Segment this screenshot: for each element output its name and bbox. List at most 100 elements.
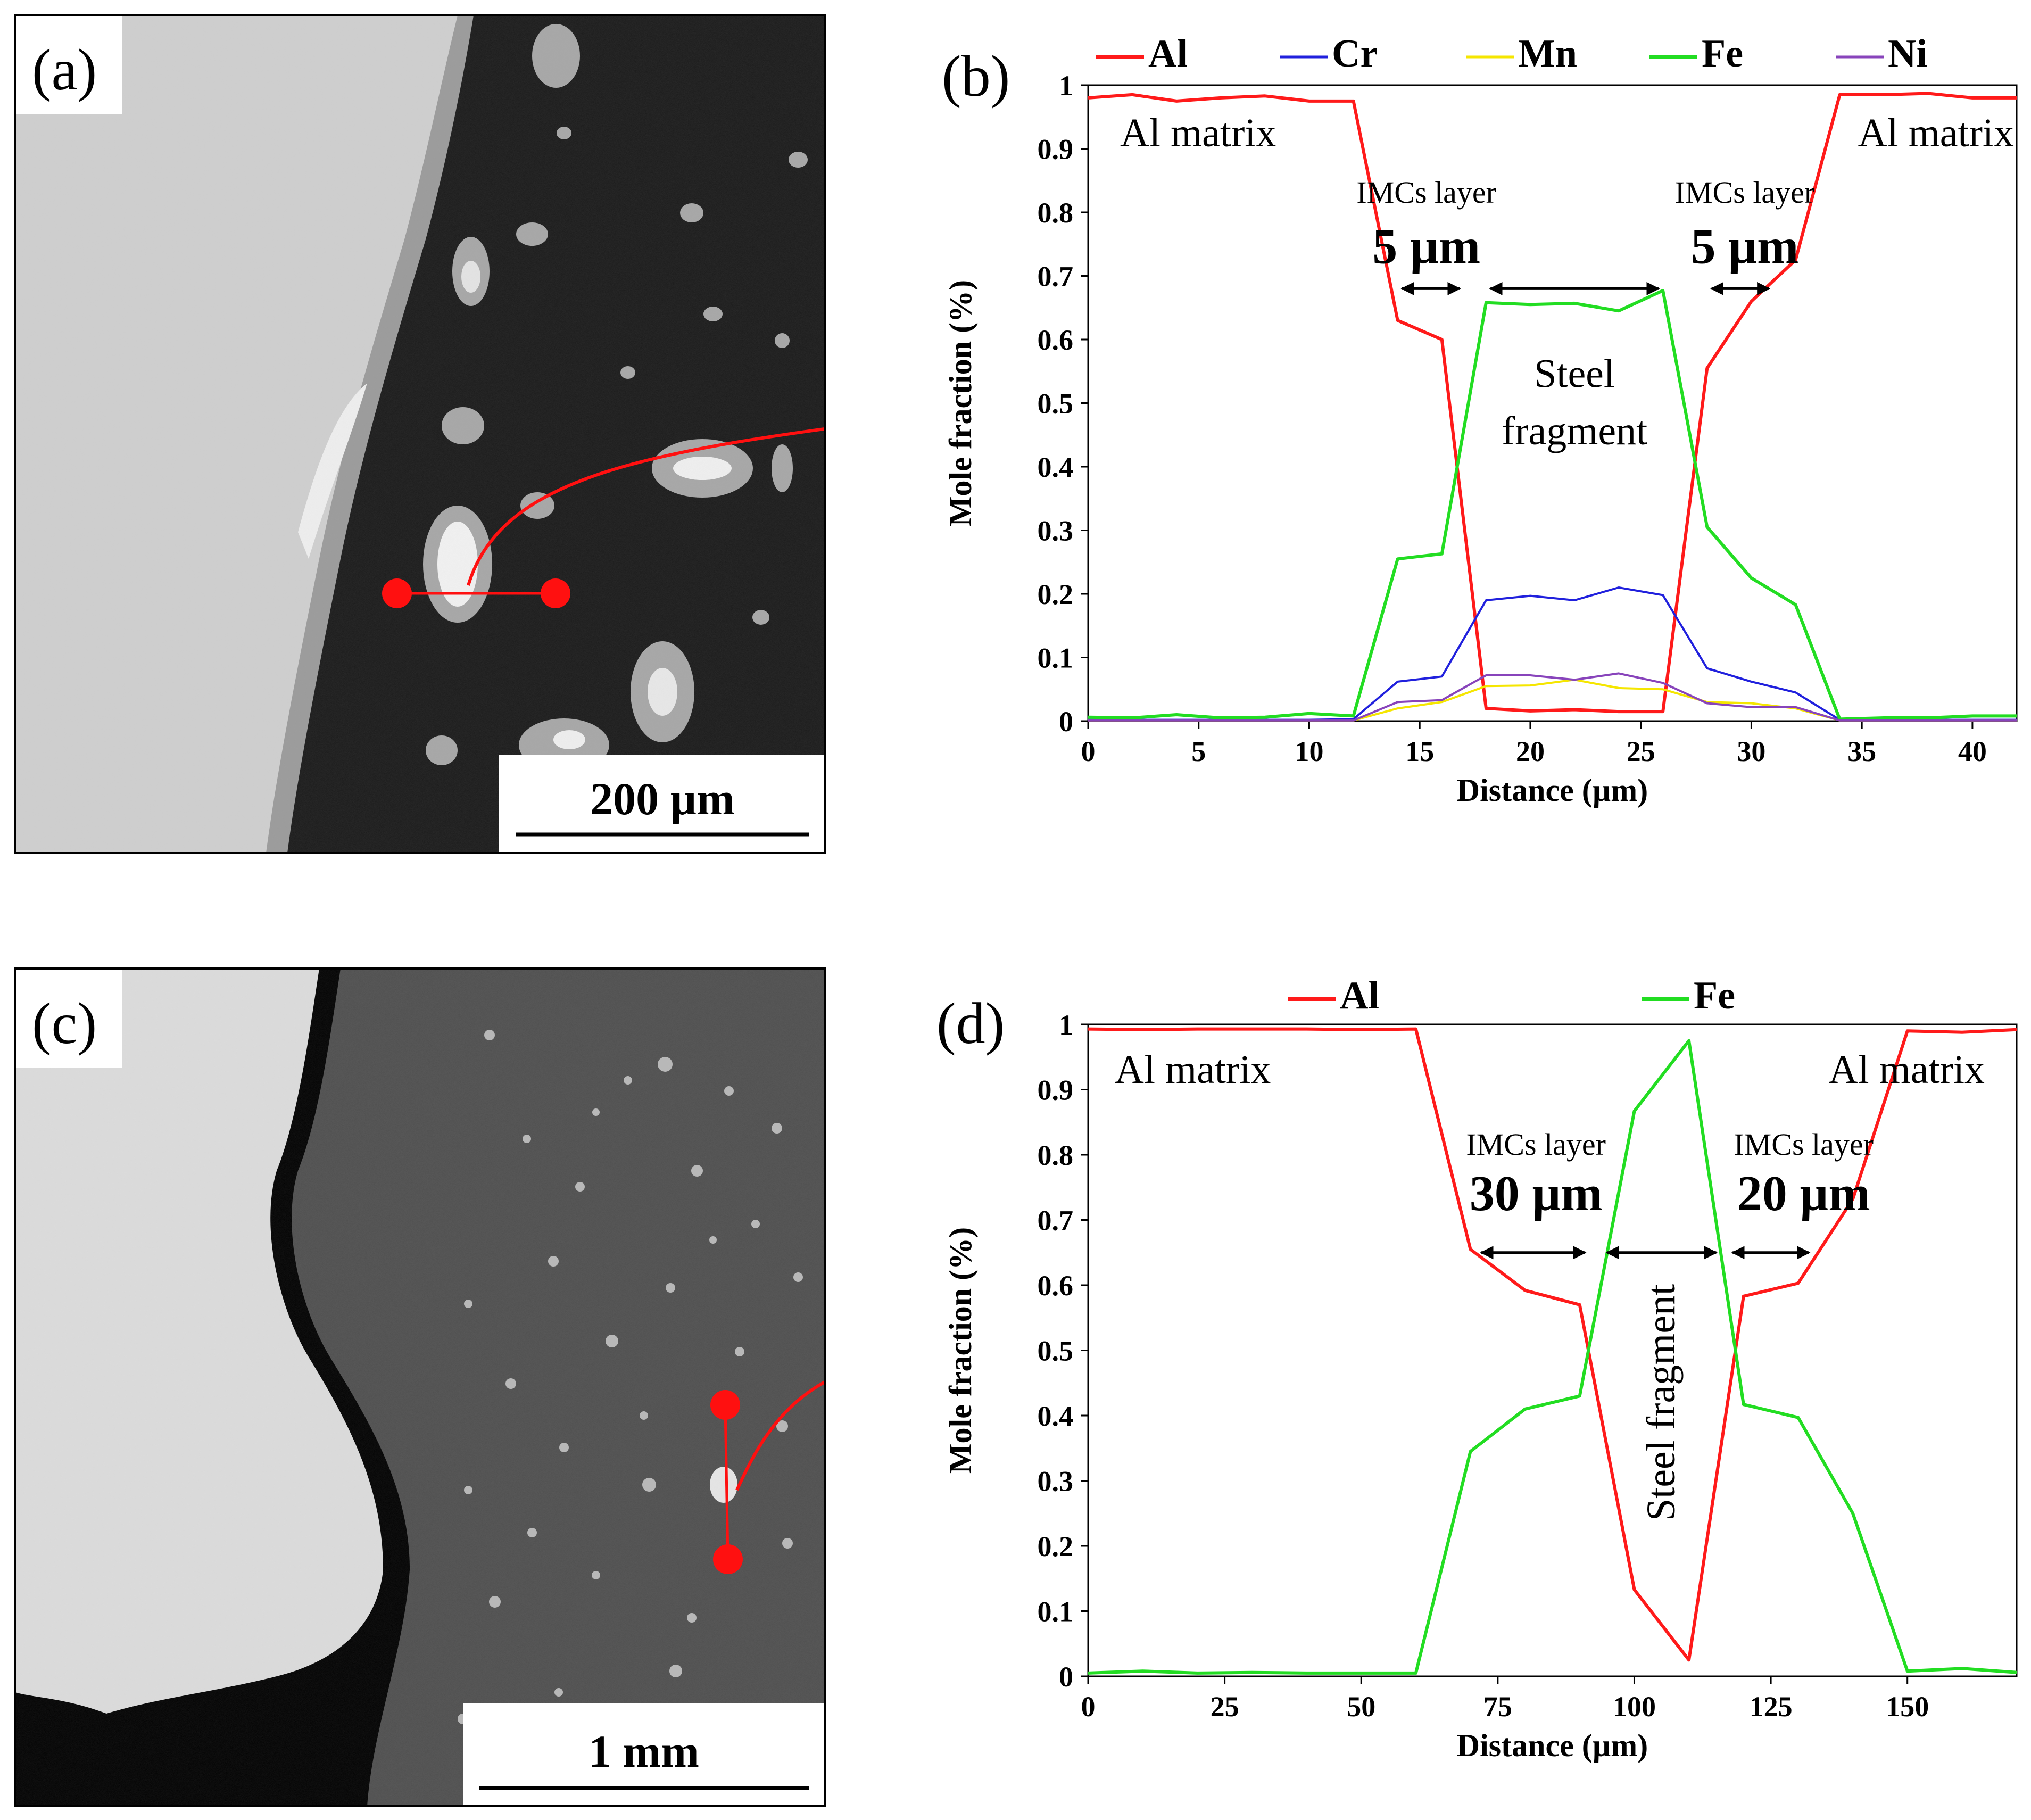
scale-bar-box-a (499, 755, 825, 853)
annotation-imcs-left-b: IMCs layer (1356, 175, 1496, 210)
linescan-start-marker-a (382, 578, 412, 608)
annotation-steel-line2-b: fragment (1502, 409, 1647, 453)
legend-label-fe-d: Fe (1694, 974, 1735, 1017)
x-tick-label-b: 25 (1627, 735, 1655, 767)
noise-overlay-a (15, 15, 825, 853)
y-tick-label-b: 0.6 (1038, 324, 1074, 356)
x-axis-label-d: Distance (µm) (1457, 1728, 1648, 1763)
y-tick-label-b: 0 (1059, 706, 1073, 738)
y-tick-label-d: 0.4 (1038, 1400, 1074, 1432)
x-tick-label-b: 0 (1081, 735, 1096, 767)
callout-arrow-c (735, 1380, 825, 1491)
y-tick-label-d: 0.5 (1038, 1335, 1074, 1367)
annotation-imcs-right-width-b: 5 µm (1690, 219, 1798, 275)
x-tick-label-d: 100 (1613, 1691, 1656, 1723)
y-tick-label-b: 0.2 (1038, 578, 1074, 610)
legend-label-al-b: Al (1148, 32, 1188, 76)
series-line-ni-b (1088, 672, 2017, 722)
series-line-al-b (1088, 92, 2017, 714)
linescan-end-marker-a (541, 578, 570, 608)
y-tick-label-d: 0.7 (1038, 1205, 1074, 1237)
panel-label-b: (b) (942, 44, 1010, 109)
series-line-mn-b (1088, 679, 2017, 722)
y-axis-label-b: Mole fraction (%) (943, 280, 978, 526)
x-tick-label-b: 20 (1516, 735, 1545, 767)
annotation-al-matrix-left-b: Al matrix (1120, 111, 1276, 155)
x-tick-label-d: 75 (1483, 1691, 1512, 1723)
x-tick-label-d: 50 (1347, 1691, 1375, 1723)
x-tick-label-b: 5 (1191, 735, 1206, 767)
annotation-imcs-left-d: IMCs layer (1466, 1127, 1606, 1162)
x-tick-label-b: 40 (1958, 735, 1987, 767)
panel-label-bg-c (15, 969, 122, 1068)
y-axis-label-d: Mole fraction (%) (943, 1227, 978, 1474)
x-tick-label-d: 25 (1211, 1691, 1239, 1723)
plot-area-b (1087, 84, 2018, 722)
annotation-imcs-left-width-d: 30 µm (1470, 1166, 1603, 1221)
series-line-al-d (1088, 1027, 2017, 1662)
micrograph-c (15, 969, 825, 1806)
series-group-b (1088, 92, 2017, 722)
annotation-al-matrix-right-d: Al matrix (1829, 1047, 1985, 1092)
y-tick-label-d: 0.3 (1038, 1466, 1074, 1498)
y-tick-label-d: 0.2 (1038, 1531, 1074, 1562)
x-tick-label-b: 15 (1405, 735, 1434, 767)
series-line-fe-d (1088, 1039, 2017, 1675)
micrograph-frame-c (14, 967, 826, 1807)
legend-label-cr-b: Cr (1332, 32, 1378, 76)
y-tick-label-b: 1 (1059, 70, 1073, 102)
panel-label-bg-a (15, 15, 122, 114)
y-tick-label-d: 0 (1059, 1661, 1073, 1693)
linescan-end-marker-c (713, 1544, 743, 1574)
y-tick-label-d: 0.1 (1038, 1596, 1074, 1628)
series-line-fe-b (1088, 289, 2017, 721)
annotation-imcs-right-width-d: 20 µm (1737, 1166, 1870, 1221)
y-tick-label-b: 0.3 (1038, 515, 1074, 547)
x-tick-label-d: 125 (1750, 1691, 1793, 1723)
annotation-al-matrix-left-d: Al matrix (1115, 1047, 1271, 1092)
annotation-imcs-right-b: IMCs layer (1675, 175, 1815, 210)
plot-frame-b (1087, 84, 2018, 722)
y-tick-label-d: 0.8 (1038, 1139, 1074, 1171)
legend-label-ni-b: Ni (1888, 32, 1927, 76)
annotation-steel-vertical-d: Steel fragment (1639, 1284, 1684, 1521)
micrograph-a (15, 15, 825, 853)
x-tick-label-d: 150 (1886, 1691, 1929, 1723)
x-axis-label-b: Distance (µm) (1457, 773, 1648, 808)
y-tick-label-d: 0.9 (1038, 1074, 1074, 1106)
y-tick-label-b: 0.8 (1038, 197, 1074, 229)
annotations-d: Al matrix Al matrix IMCs layer 30 µm IMC… (1115, 1047, 1985, 1521)
y-tick-label-b: 0.9 (1038, 134, 1074, 166)
linescan-line-c (724, 1404, 729, 1560)
scale-bar-text-a: 200 µm (590, 773, 735, 824)
legend-d: Al Fe (1288, 974, 1735, 1017)
series-group-d (1088, 1027, 2017, 1675)
legend-label-al-d: Al (1340, 974, 1379, 1017)
noise-overlay-c (15, 969, 825, 1806)
y-tick-label-b: 0.7 (1038, 261, 1074, 293)
y-tick-label-d: 1 (1059, 1009, 1073, 1041)
y-tick-label-b: 0.5 (1038, 388, 1074, 420)
annotation-imcs-left-width-b: 5 µm (1372, 219, 1480, 275)
annotation-al-matrix-right-b: Al matrix (1858, 111, 2014, 155)
x-tick-label-b: 35 (1847, 735, 1876, 767)
scale-bar-text-c: 1 mm (588, 1726, 699, 1777)
callout-arrow-a (467, 427, 825, 586)
legend-label-fe-b: Fe (1702, 32, 1743, 76)
panel-label-c: (c) (32, 991, 97, 1056)
y-tick-label-b: 0.1 (1038, 642, 1074, 674)
y-tick-label-d: 0.6 (1038, 1270, 1074, 1302)
annotation-steel-line1-b: Steel (1534, 352, 1615, 396)
series-line-cr-b (1088, 586, 2017, 721)
x-tick-label-b: 10 (1295, 735, 1323, 767)
x-tick-label-b: 30 (1737, 735, 1765, 767)
panel-label-d: (d) (936, 991, 1005, 1056)
annotation-imcs-right-d: IMCs layer (1734, 1127, 1874, 1162)
micrograph-frame-a (14, 14, 826, 854)
y-tick-label-b: 0.4 (1038, 451, 1074, 483)
